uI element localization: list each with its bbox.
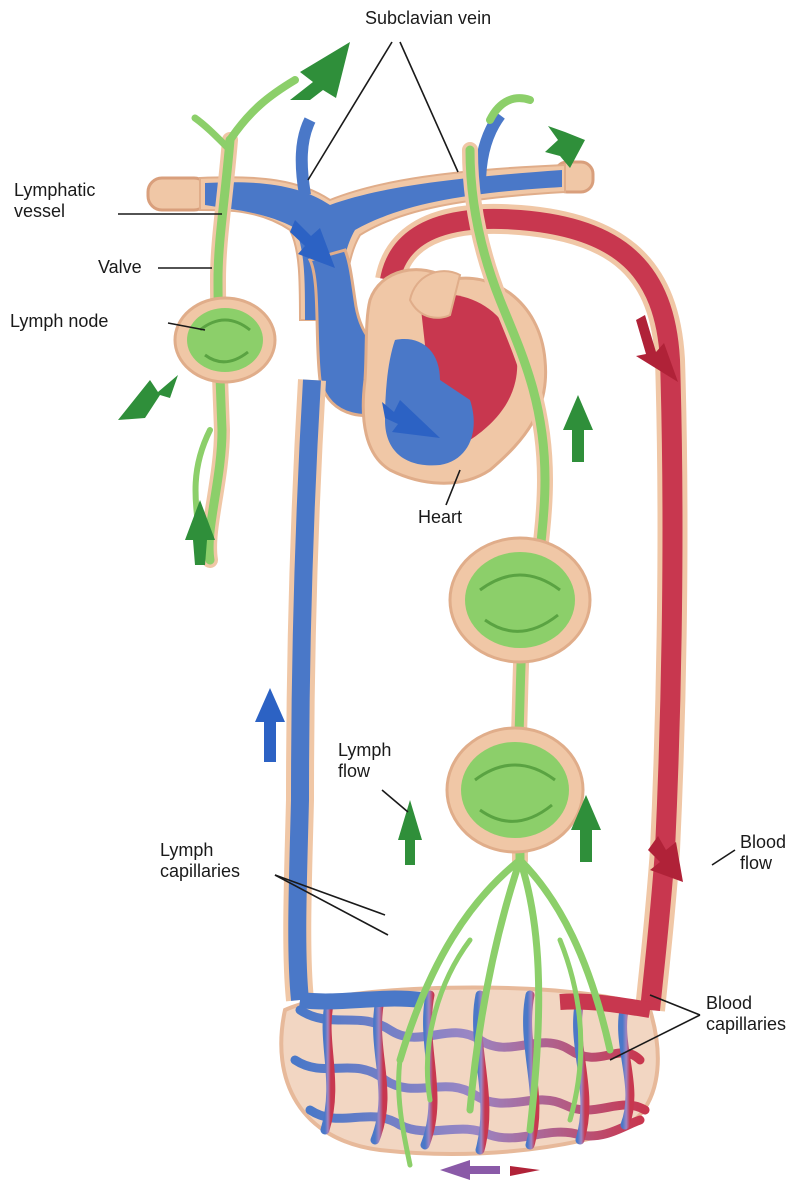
lymph-node-middle [450, 538, 590, 662]
label-lymph-node: Lymph node [10, 311, 108, 332]
lymph-flow-arrow [118, 375, 178, 420]
lymph-flow-arrow [290, 42, 350, 100]
label-valve: Valve [98, 257, 142, 278]
label-lymphatic-vessel: Lymphatic vessel [14, 180, 95, 222]
lymph-node-upper-left [175, 298, 275, 382]
heart-shape [363, 270, 545, 484]
label-blood-capillaries: Blood capillaries [706, 993, 786, 1035]
label-lymph-capillaries: Lymph capillaries [160, 840, 240, 882]
label-lymph-flow: Lymph flow [338, 740, 391, 782]
label-blood-flow: Blood flow [740, 832, 786, 874]
lymph-flow-arrow [398, 800, 422, 865]
mixed-flow-arrow [440, 1160, 500, 1180]
label-subclavian-vein: Subclavian vein [365, 8, 491, 29]
leader-blood-flow [712, 850, 735, 865]
leader-lymph-flow [382, 790, 408, 812]
lymph-node-lower [447, 728, 583, 852]
lymph-flow-arrow [563, 395, 593, 462]
venous-flow-arrow [255, 688, 285, 762]
leader-subclavian-right [400, 42, 458, 172]
label-heart: Heart [418, 507, 462, 528]
